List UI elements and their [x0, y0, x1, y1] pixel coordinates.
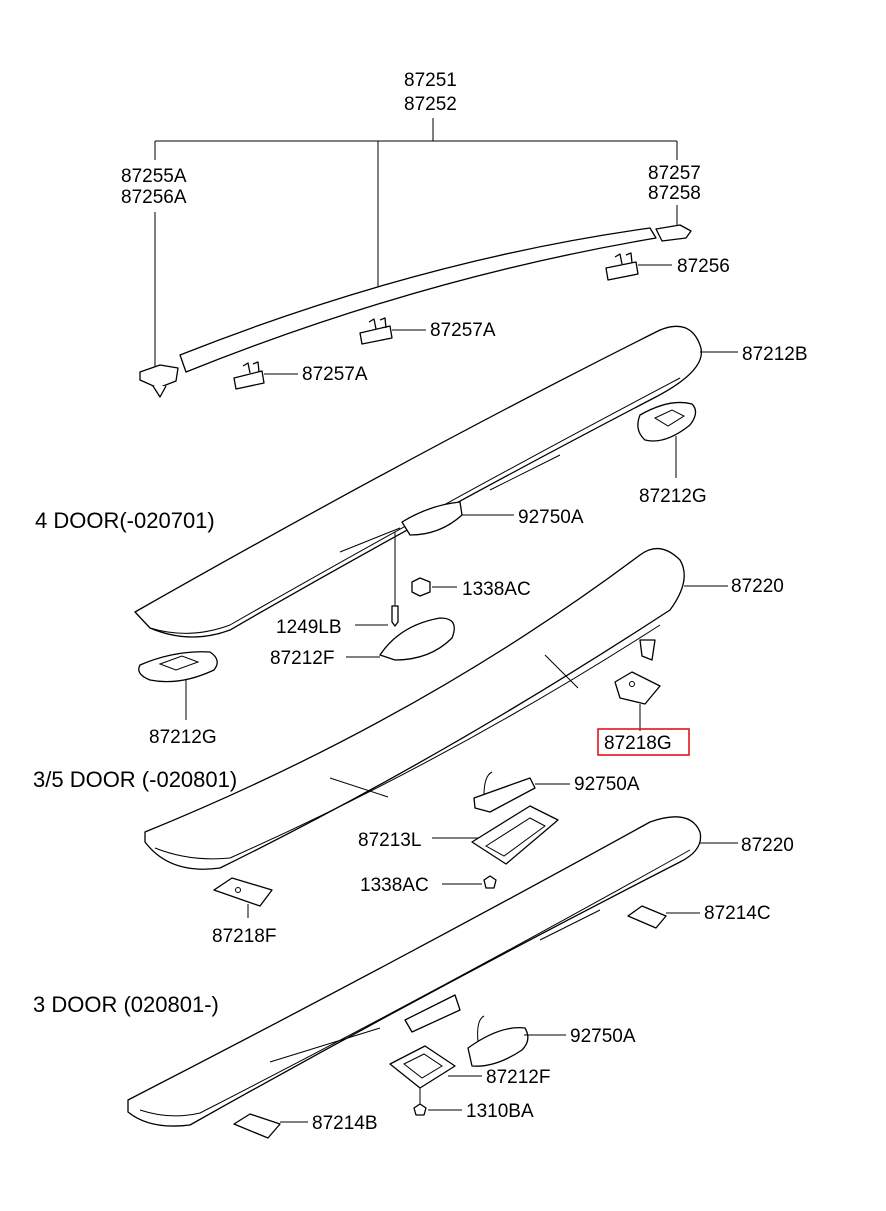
section-title-4-door: 4 DOOR(-020701): [35, 508, 215, 533]
spoiler-3-5-door-edge: [154, 624, 661, 860]
label-87214C[interactable]: 87214C: [704, 903, 771, 924]
label-87214B[interactable]: 87214B: [312, 1113, 378, 1134]
label-87257A-upper[interactable]: 87257A: [430, 320, 496, 341]
spoiler-3-5-door-ribs: [329, 654, 579, 798]
spoiler-3-door-group: 87220 87214C 92750A 87212F 1310BA 87214B: [127, 816, 794, 1139]
label-87251[interactable]: 87251: [404, 70, 457, 91]
label-1310BA[interactable]: 1310BA: [466, 1101, 534, 1122]
pad-87212G-right: [637, 401, 697, 442]
gasket-87212F-4-door: [379, 617, 455, 661]
clip-87256-teeth: [614, 252, 633, 265]
plate-87218F: [213, 877, 273, 907]
lamp-92750A-3-5-door: [473, 777, 536, 813]
nut-1310BA: [413, 1103, 427, 1116]
section-title-3-door: 3 DOOR (020801-): [33, 992, 219, 1017]
label-87255A[interactable]: 87255A: [121, 166, 187, 187]
label-1249LB[interactable]: 1249LB: [276, 617, 342, 638]
clip-87257A-lower: [233, 370, 265, 390]
clip-87257A-upper-teeth: [368, 317, 387, 330]
label-87212F-3-door[interactable]: 87212F: [486, 1067, 550, 1088]
spoiler-3-door: [127, 816, 702, 1127]
label-87212B[interactable]: 87212B: [742, 344, 808, 365]
lamp-92750A-3-door: [467, 1027, 529, 1067]
label-87212G-left[interactable]: 87212G: [149, 727, 217, 748]
lamp-92750A-3-door-wire: [477, 1015, 485, 1043]
label-1338AC-3-5-door[interactable]: 1338AC: [360, 875, 429, 896]
label-87257A-lower[interactable]: 87257A: [302, 364, 368, 385]
spoiler-rail: [179, 227, 657, 373]
label-92750A-4-door[interactable]: 92750A: [518, 507, 584, 528]
nut-1338AC-4-door: [411, 577, 431, 597]
lamp-92750A-3-5-door-wire: [483, 771, 493, 796]
label-1338AC-4-door[interactable]: 1338AC: [462, 579, 531, 600]
label-87213L[interactable]: 87213L: [358, 830, 421, 851]
plate-87218G-hole: [629, 681, 635, 687]
plate-87218G: [614, 671, 661, 705]
label-87220-upper[interactable]: 87220: [731, 576, 784, 597]
pad-87212G-left: [138, 651, 218, 683]
housing-87213L: [471, 805, 559, 865]
spoiler-4-door-lines: [339, 454, 561, 553]
rail-end-cap-right: [655, 224, 692, 242]
gasket-87212F-3-door-inner: [403, 1053, 443, 1079]
label-92750A-3-5-door[interactable]: 92750A: [574, 774, 640, 795]
spoiler-rail-group: 87251 87252 87255A 87256A 87257 87258 87…: [121, 70, 730, 398]
label-87220-lower[interactable]: 87220: [741, 835, 794, 856]
clip-87257A-upper: [359, 325, 393, 345]
rail-end-cap-left-foot: [152, 385, 167, 398]
nut-1338AC-3-5-door: [483, 875, 497, 889]
spoiler-4-door-edge: [149, 377, 681, 634]
label-87218G[interactable]: 87218G: [604, 733, 672, 754]
spoiler-3-5-door: [144, 548, 685, 870]
spoiler-4-door-group: 87212B 87212G 92750A 1249LB 1338AC 87212…: [134, 325, 808, 748]
spoiler-3-5-door-group: 87220 87218G 92750A 87213L 1338AC 87218F: [144, 548, 784, 947]
spoiler-3-5-door-mount: [639, 639, 656, 661]
bolt-1249LB: [391, 605, 399, 627]
label-87212G-right[interactable]: 87212G: [639, 486, 707, 507]
label-87258[interactable]: 87258: [648, 183, 701, 204]
pad-87212G-left-inner: [158, 655, 200, 671]
rail-end-cap-left: [139, 364, 179, 389]
label-87212F-4-door[interactable]: 87212F: [270, 648, 334, 669]
gasket-87212F-3-door: [389, 1045, 456, 1089]
clip-87256: [605, 261, 639, 281]
label-87257[interactable]: 87257: [648, 163, 701, 184]
leader-bracket-87251: [154, 118, 678, 288]
label-87252[interactable]: 87252: [404, 94, 457, 115]
section-title-3-5-door: 3/5 DOOR (-020801): [33, 767, 237, 792]
spoiler-3-door-lines: [269, 909, 601, 1063]
highlight-87218G: [597, 728, 690, 756]
label-87256A[interactable]: 87256A: [121, 187, 187, 208]
bracket-87214B: [233, 1113, 281, 1139]
bracket-87214C: [627, 905, 667, 929]
clip-87257A-lower-teeth: [242, 361, 260, 374]
label-87256[interactable]: 87256: [677, 256, 730, 277]
housing-87213L-inner: [485, 817, 546, 857]
label-92750A-3-door[interactable]: 92750A: [570, 1026, 636, 1047]
spoiler-3-door-lamp-recess: [404, 994, 461, 1033]
label-87218F[interactable]: 87218F: [212, 926, 276, 947]
spoiler-4-door: [134, 325, 702, 638]
plate-87218F-hole: [235, 887, 241, 893]
pad-87212G-right-inner: [653, 409, 686, 427]
